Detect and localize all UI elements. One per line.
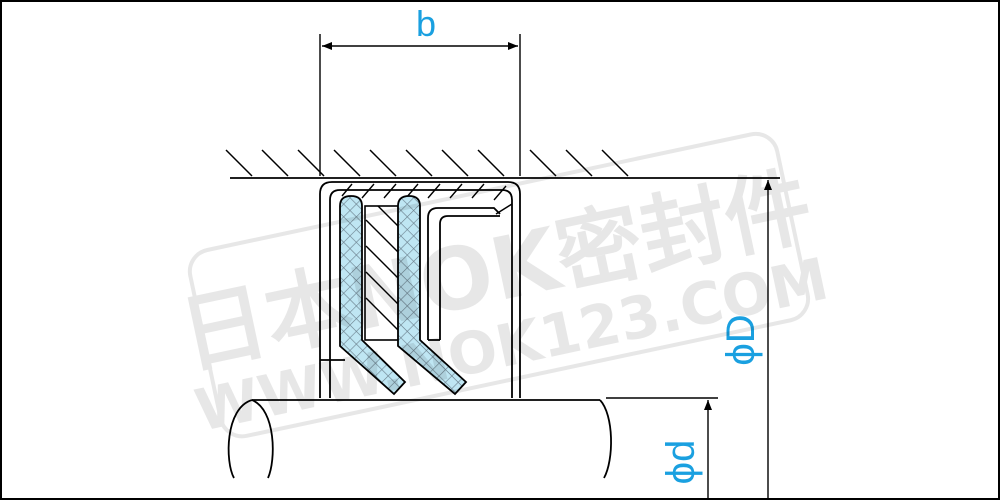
watermark: 日本NOK密封件 WWW.NOK123.COM xyxy=(172,131,834,445)
metal-case xyxy=(319,181,521,398)
dimension-shaft-diameter-label: ϕd xyxy=(659,440,703,485)
shaft xyxy=(227,399,612,479)
inner-metal-case xyxy=(427,207,501,341)
watermark-frame xyxy=(187,131,811,439)
housing-surface xyxy=(225,149,780,179)
sealing-lip-outer xyxy=(339,195,407,396)
dimension-outer-diameter-label: ϕD xyxy=(719,314,763,365)
dimension-b-label: b xyxy=(416,3,436,44)
sealing-lip-inner xyxy=(397,195,468,396)
dimension-shaft-diameter xyxy=(606,397,718,498)
dimension-b xyxy=(319,34,521,176)
rubber-cover-hatch xyxy=(341,183,513,215)
